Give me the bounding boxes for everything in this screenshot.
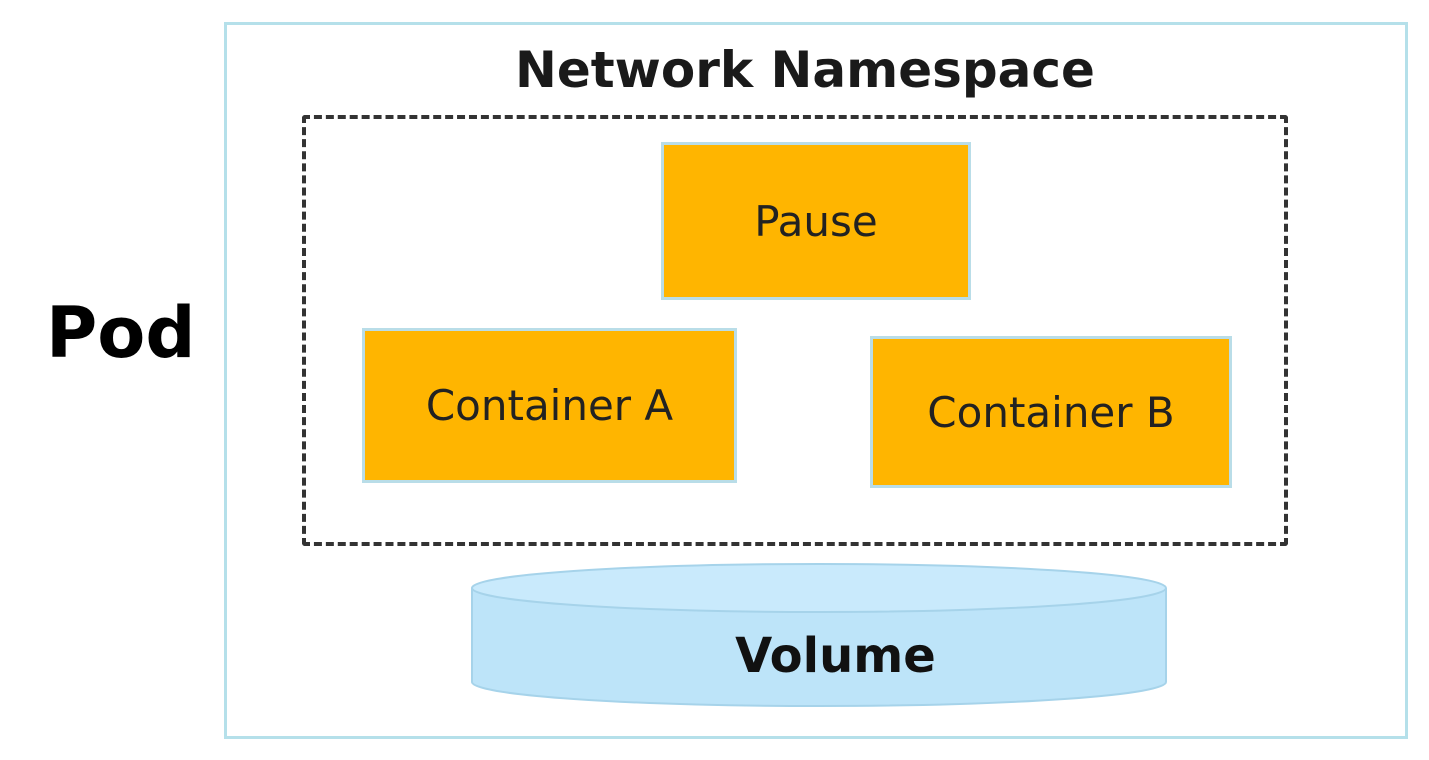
volume-label: Volume <box>735 628 936 684</box>
container-b: Container B <box>870 336 1232 488</box>
container-a-label: Container A <box>425 381 674 430</box>
pause-container-label: Pause <box>754 196 878 246</box>
volume-cylinder-shape <box>471 563 1167 707</box>
container-a: Container A <box>362 328 737 483</box>
pod-frame <box>224 22 1408 739</box>
network-namespace-box <box>302 115 1288 546</box>
container-b-label: Container B <box>927 387 1175 437</box>
pause-container: Pause <box>661 142 971 300</box>
pod-label: Pod <box>46 292 196 374</box>
volume-cylinder: Volume <box>468 560 1170 710</box>
network-namespace-title: Network Namespace <box>515 41 1095 99</box>
